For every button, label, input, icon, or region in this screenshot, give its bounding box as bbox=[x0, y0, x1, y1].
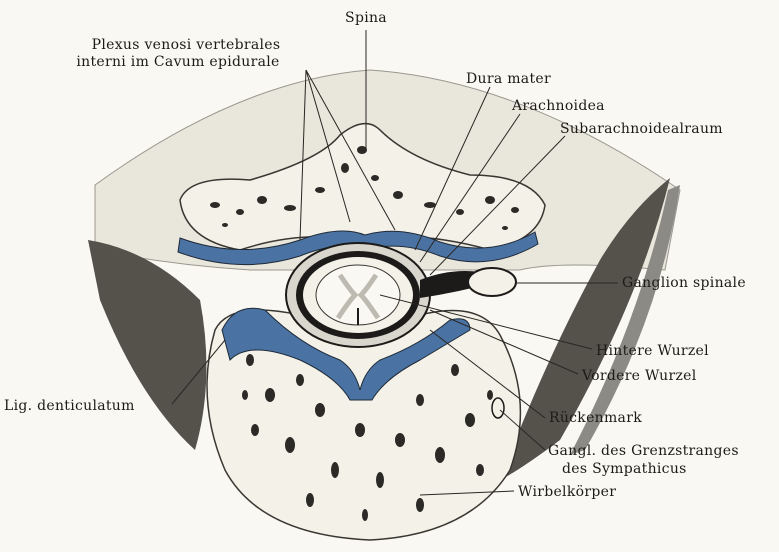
label-rueckenmark: Rückenmark bbox=[549, 410, 642, 426]
label-dura-mater: Dura mater bbox=[466, 71, 551, 87]
label-vordere-wurzel: Vordere Wurzel bbox=[581, 368, 697, 384]
label-spina: Spina bbox=[345, 10, 387, 26]
label-gangl-grenzstrang-line1: Gangl. des Grenzstranges bbox=[548, 443, 739, 459]
muscle-left bbox=[88, 240, 206, 450]
label-plexus-line1: Plexus venosi vertebrales bbox=[92, 37, 281, 53]
label-plexus-line2: interni im Cavum epidurale bbox=[76, 54, 279, 70]
ganglion-spinale-shape bbox=[468, 268, 516, 296]
label-hintere-wurzel: Hintere Wurzel bbox=[596, 343, 709, 359]
label-arachnoidea: Arachnoidea bbox=[511, 98, 605, 114]
label-ganglion-spinale: Ganglion spinale bbox=[622, 275, 746, 291]
label-lig-denticulatum: Lig. denticulatum bbox=[4, 398, 135, 414]
label-gangl-grenzstrang-line2: des Sympathicus bbox=[562, 461, 687, 477]
label-subarachnoidealraum: Subarachnoidealraum bbox=[560, 121, 723, 137]
label-wirbelkoerper: Wirbelkörper bbox=[518, 484, 616, 500]
sympathetic-ganglion-shape bbox=[492, 398, 504, 418]
